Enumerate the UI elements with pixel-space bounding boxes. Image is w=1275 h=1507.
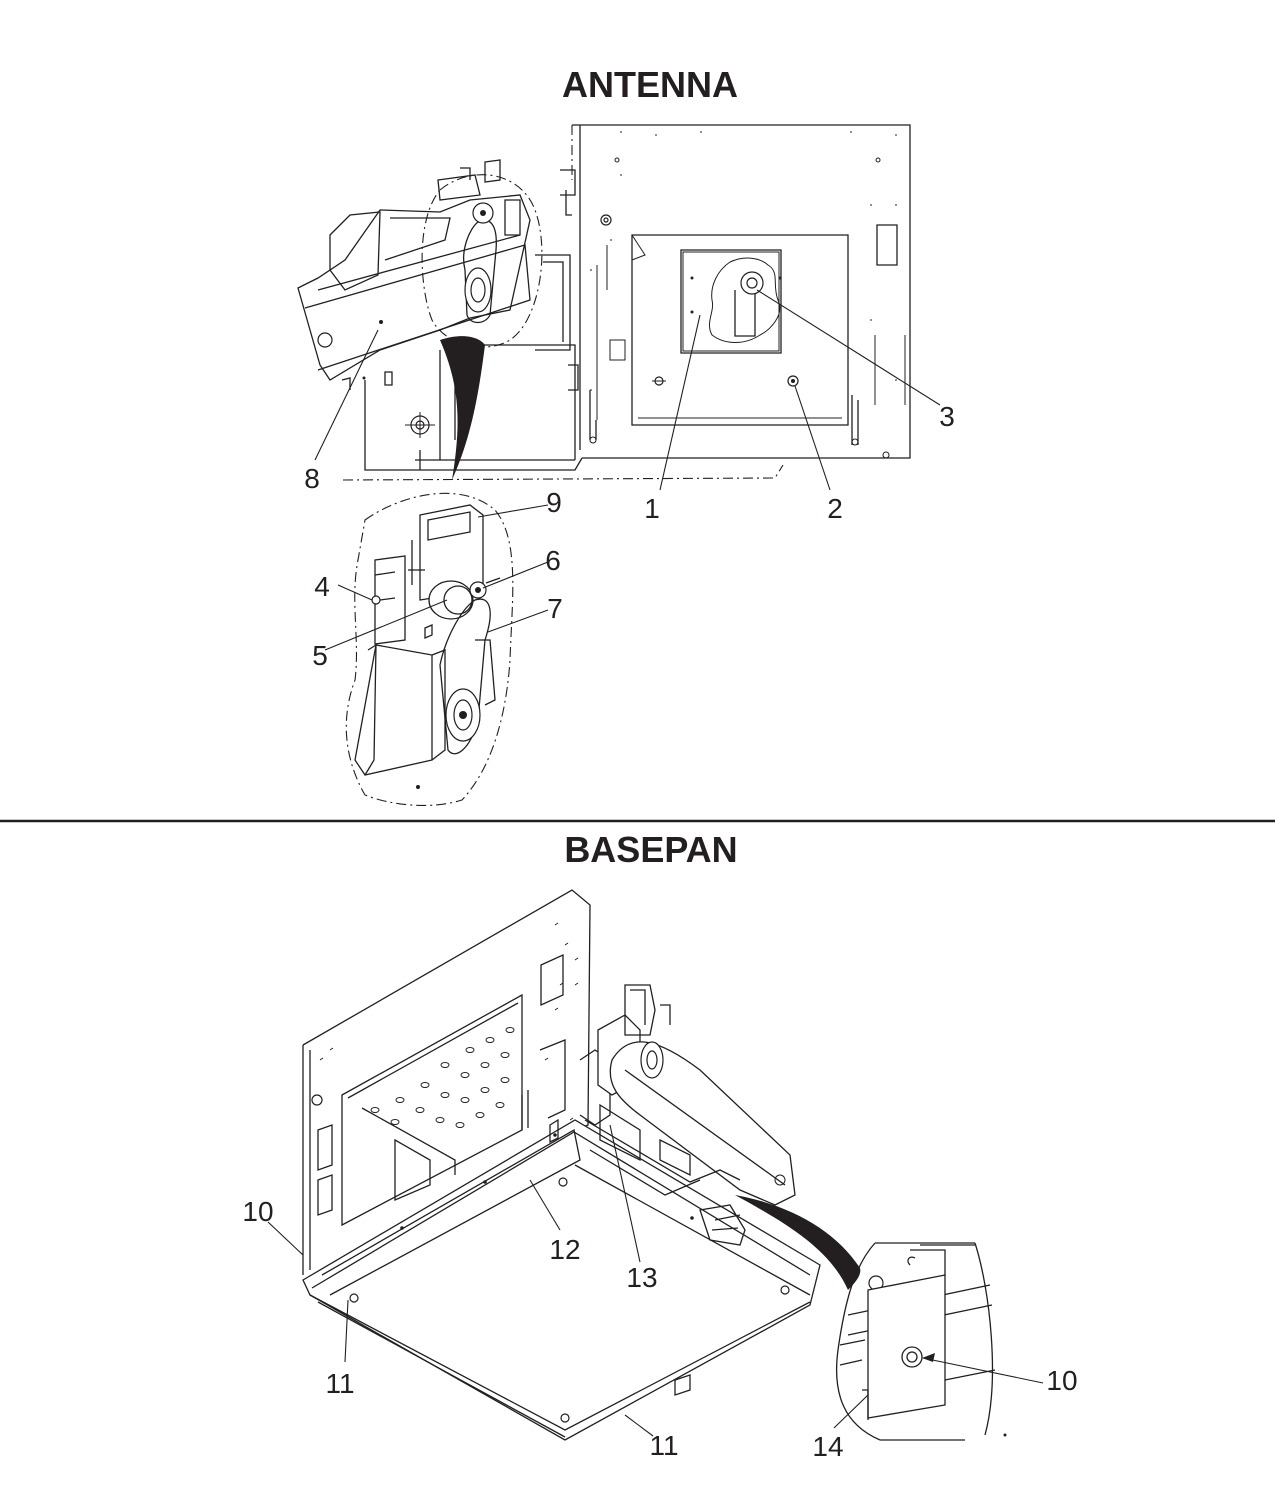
callout-14: 14	[812, 1431, 843, 1462]
antenna-motor-bracket	[297, 159, 543, 390]
callout-8: 8	[304, 463, 320, 494]
callout-13: 13	[626, 1262, 657, 1293]
basepan-detail-view	[835, 1242, 1007, 1441]
callout-4: 4	[314, 571, 330, 602]
callout-1: 1	[644, 493, 660, 524]
callout-2: 2	[827, 493, 843, 524]
basepan-section-title: BASEPAN	[564, 829, 737, 870]
callout-5: 5	[312, 640, 328, 671]
antenna-section-title: ANTENNA	[562, 64, 738, 105]
antenna-leader-lines	[314, 289, 941, 651]
callout-12: 12	[549, 1234, 580, 1265]
callout-7: 7	[547, 593, 563, 624]
antenna-motor-detail-view	[345, 492, 514, 806]
callout-11-side: 11	[649, 1430, 678, 1461]
callout-11-front: 11	[325, 1368, 354, 1399]
callout-10-cavity: 10	[242, 1196, 273, 1227]
antenna-cavity-assembly	[342, 124, 911, 481]
detail-arrow-antenna	[440, 336, 485, 480]
basepan-leader-lines	[267, 1124, 1044, 1437]
detail-arrow-basepan	[735, 1195, 861, 1290]
basepan-cavity-assembly	[302, 889, 821, 1441]
callout-6: 6	[545, 545, 561, 576]
callout-10-detail: 10	[1046, 1365, 1077, 1396]
callout-9: 9	[546, 487, 562, 518]
vent-perforations	[370, 1027, 515, 1128]
callout-3: 3	[939, 401, 955, 432]
